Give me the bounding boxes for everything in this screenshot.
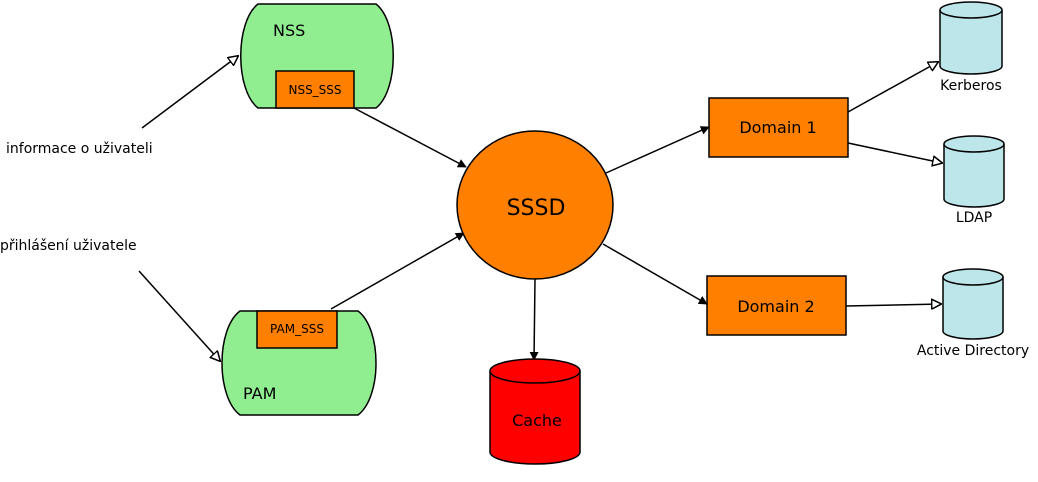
arrow-sssd-to-domain1 [605, 126, 710, 174]
cache-label: Cache [512, 411, 562, 430]
user-info-label: informace o uživateli [6, 141, 153, 157]
cache-cylinder-body [489, 371, 581, 465]
ldap-cylinder-top [943, 135, 1005, 153]
arrow-nss-to-sssd [353, 107, 467, 168]
arrow-userinfo-to-nss [141, 56, 238, 129]
domain1-label: Domain 1 [739, 118, 816, 137]
domain1-node: Domain 1 [708, 97, 849, 158]
cache-cylinder-top [489, 358, 581, 384]
arrow-domain1-to-ldap [847, 142, 942, 163]
pam-label: PAM [243, 384, 276, 403]
arrow-sssd-to-cache [529, 278, 539, 361]
cache-database: Cache [489, 358, 581, 465]
active-directory-label: Active Directory [917, 343, 1029, 359]
ad-cylinder-body [942, 277, 1004, 340]
nss-sss-box [275, 70, 355, 109]
sssd-label: SSSD [507, 196, 566, 221]
domain2-label: Domain 2 [737, 297, 814, 316]
user-login-label: přihlášení uživatele [0, 238, 137, 254]
kerberos-cylinder-body [939, 10, 1003, 75]
active-directory-database: Active Directory [917, 268, 1029, 359]
pam-sss-box [256, 310, 338, 349]
connectors [138, 56, 942, 361]
ad-cylinder-top [942, 268, 1004, 286]
arrow-login-to-pam [138, 270, 220, 361]
domain1-box [708, 97, 849, 158]
nss-module: NSS NSS_SSS [240, 3, 394, 109]
ldap-label: LDAP [956, 210, 992, 226]
kerberos-database: Kerberos [939, 1, 1003, 94]
arrow-domain2-to-ad [845, 304, 941, 306]
sssd-node: SSSD [456, 130, 614, 280]
arrow-pam-to-sssd [330, 232, 465, 310]
nss-label: NSS [273, 21, 305, 40]
sssd-ellipse [456, 130, 614, 280]
pam-module: PAM_SSS PAM [221, 310, 377, 416]
arrow-sssd-to-domain2 [602, 243, 708, 305]
kerberos-cylinder-top [939, 1, 1003, 19]
domain2-box [706, 275, 847, 336]
arrow-domain1-to-kerberos [847, 62, 938, 113]
ldap-database: LDAP [943, 135, 1005, 226]
domain2-node: Domain 2 [706, 275, 847, 336]
pam-sss-label: PAM_SSS [270, 322, 324, 336]
ldap-cylinder-body [943, 144, 1005, 208]
kerberos-label: Kerberos [940, 78, 1002, 94]
nss-sss-label: NSS_SSS [288, 83, 341, 97]
